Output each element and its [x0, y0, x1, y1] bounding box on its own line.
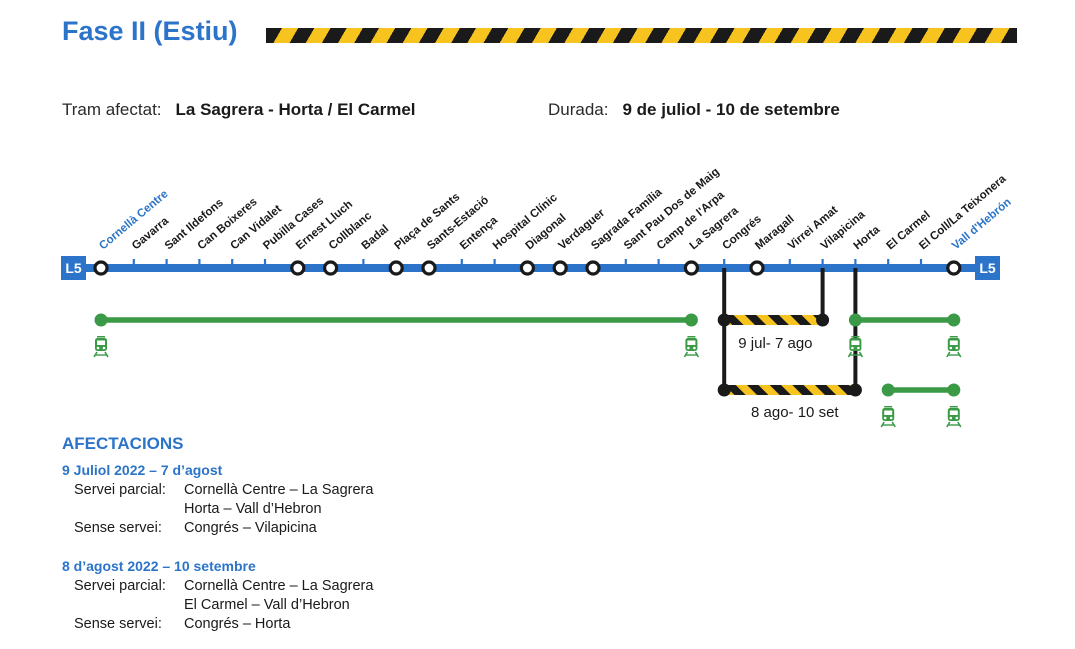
period1-closure	[717, 313, 830, 327]
period1-title: 9 Juliol 2022 – 7 d’agost	[62, 462, 223, 478]
tram-info: Tram afectat: La Sagrera - Horta / El Car…	[62, 100, 416, 120]
period2-partial-1: Cornellà Centre – La Sagrera	[184, 578, 374, 594]
period2-title: 8 d’agost 2022 – 10 setembre	[62, 558, 256, 574]
train-icon	[880, 405, 897, 428]
interchange-marker	[683, 260, 700, 276]
interchange-marker	[421, 260, 437, 276]
durada-value: 9 de juliol - 10 de setembre	[622, 100, 840, 119]
period2-partial-row: Servei parcial: Cornellà Centre – La Sagr…	[74, 578, 373, 594]
line-name-label: L5	[65, 260, 82, 276]
period1-none-label: Sense servei:	[74, 520, 162, 536]
interchange-marker	[290, 260, 306, 276]
station-label: Vall d'Hebrón	[950, 196, 1014, 252]
interchange-marker	[552, 260, 568, 276]
l5-badge-left: L5	[61, 256, 86, 280]
period2-none: Congrés – Horta	[184, 616, 291, 632]
train-icon	[683, 335, 700, 358]
interchange-marker	[585, 260, 601, 276]
period2-partial-label: Servei parcial:	[74, 578, 166, 594]
period2-partial-row-2: El Carmel – Vall d’Hebron	[74, 597, 350, 613]
interchange-marker	[93, 260, 109, 276]
interchange-marker	[388, 260, 404, 276]
period2-partial-2: El Carmel – Vall d’Hebron	[184, 597, 350, 613]
page-title: Fase II (Estiu)	[62, 16, 238, 46]
station-label: Horta	[852, 223, 883, 252]
station: Horta	[852, 223, 883, 265]
station-label: Badal	[360, 223, 392, 252]
tram-value: La Sagrera - Horta / El Carmel	[175, 100, 416, 119]
period1-service-east	[848, 313, 961, 327]
period2-closure	[717, 383, 862, 397]
affectations-title: AFECTACIONS	[62, 434, 184, 453]
station: Badal	[360, 223, 392, 265]
period2-label: 8 ago- 10 set	[751, 404, 839, 421]
l5-badge-right: L5	[975, 256, 1000, 280]
train-icon	[93, 335, 109, 358]
period1-partial-2: Horta – Vall d’Hebron	[184, 501, 322, 517]
period1-none: Congrés – Vilapicina	[184, 520, 317, 536]
period1-partial-row: Servei parcial: Cornellà Centre – La Sagr…	[74, 482, 373, 498]
period1-partial-label: Servei parcial:	[74, 482, 166, 498]
line-name-label: L5	[979, 260, 996, 276]
period1-partial-1: Cornellà Centre – La Sagrera	[184, 482, 374, 498]
period2-none-label: Sense servei:	[74, 616, 162, 632]
interchange-marker	[323, 260, 339, 276]
period1-none-row: Sense servei: Congrés – Vilapicina	[74, 520, 317, 536]
period2-service-east	[881, 383, 961, 397]
period1-service-west	[94, 313, 698, 327]
period2-none-row: Sense servei: Congrés – Horta	[74, 616, 290, 632]
interchange-marker	[749, 260, 765, 276]
station-label: Ernest Lluch	[294, 198, 355, 252]
train-icon	[945, 405, 962, 428]
tram-label: Tram afectat:	[62, 100, 162, 119]
hazard-stripe-bar	[266, 28, 1017, 43]
interchange-marker	[519, 260, 536, 276]
interchange-marker	[946, 260, 962, 276]
durada-label: Durada:	[548, 100, 609, 119]
period1-label: 9 jul- 7 ago	[738, 335, 812, 352]
period1-partial-row-2: Horta – Vall d’Hebron	[74, 501, 322, 517]
train-icon	[945, 335, 962, 358]
durada-info: Durada: 9 de juliol - 10 de setembre	[548, 100, 840, 120]
